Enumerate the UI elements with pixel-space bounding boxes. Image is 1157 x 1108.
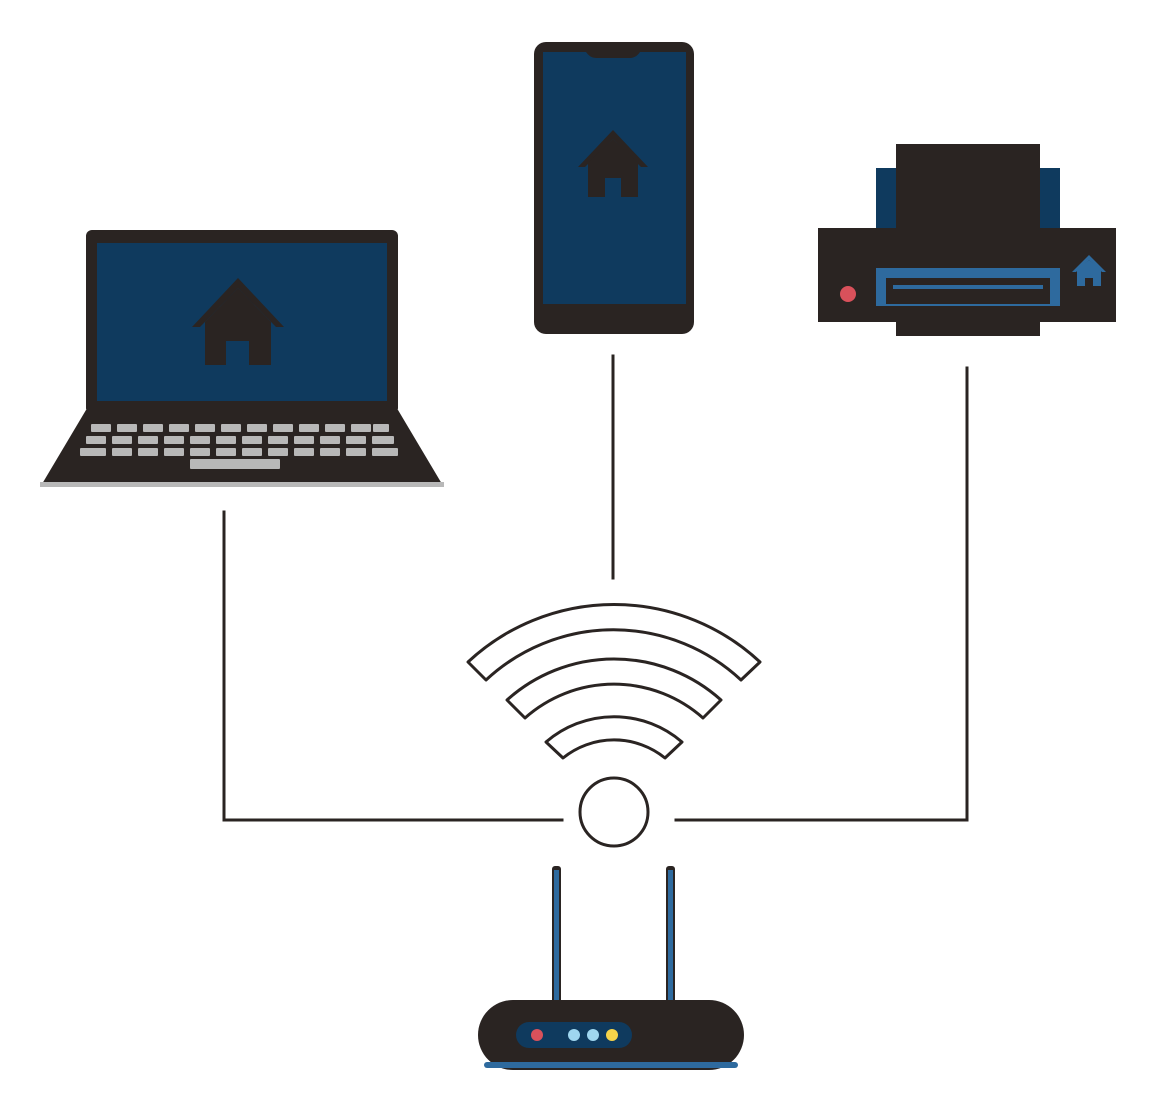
connections (222, 354, 969, 822)
status-led-yellow (606, 1029, 618, 1041)
status-led-red (531, 1029, 543, 1041)
antennas (552, 866, 675, 1006)
smartphone-icon (534, 42, 694, 334)
printer-icon (818, 144, 1116, 336)
power-light (840, 286, 856, 302)
keyboard (80, 424, 398, 469)
status-led-blue-2 (587, 1029, 599, 1041)
home-icon (1072, 255, 1106, 286)
home-icon (192, 278, 284, 365)
home-icon (578, 130, 648, 197)
router-icon (478, 866, 744, 1070)
connection-printer-wifi (674, 366, 969, 822)
laptop-icon (40, 230, 444, 487)
status-led-blue-1 (568, 1029, 580, 1041)
wifi-icon (466, 603, 762, 848)
connection-laptop-wifi (222, 510, 564, 822)
